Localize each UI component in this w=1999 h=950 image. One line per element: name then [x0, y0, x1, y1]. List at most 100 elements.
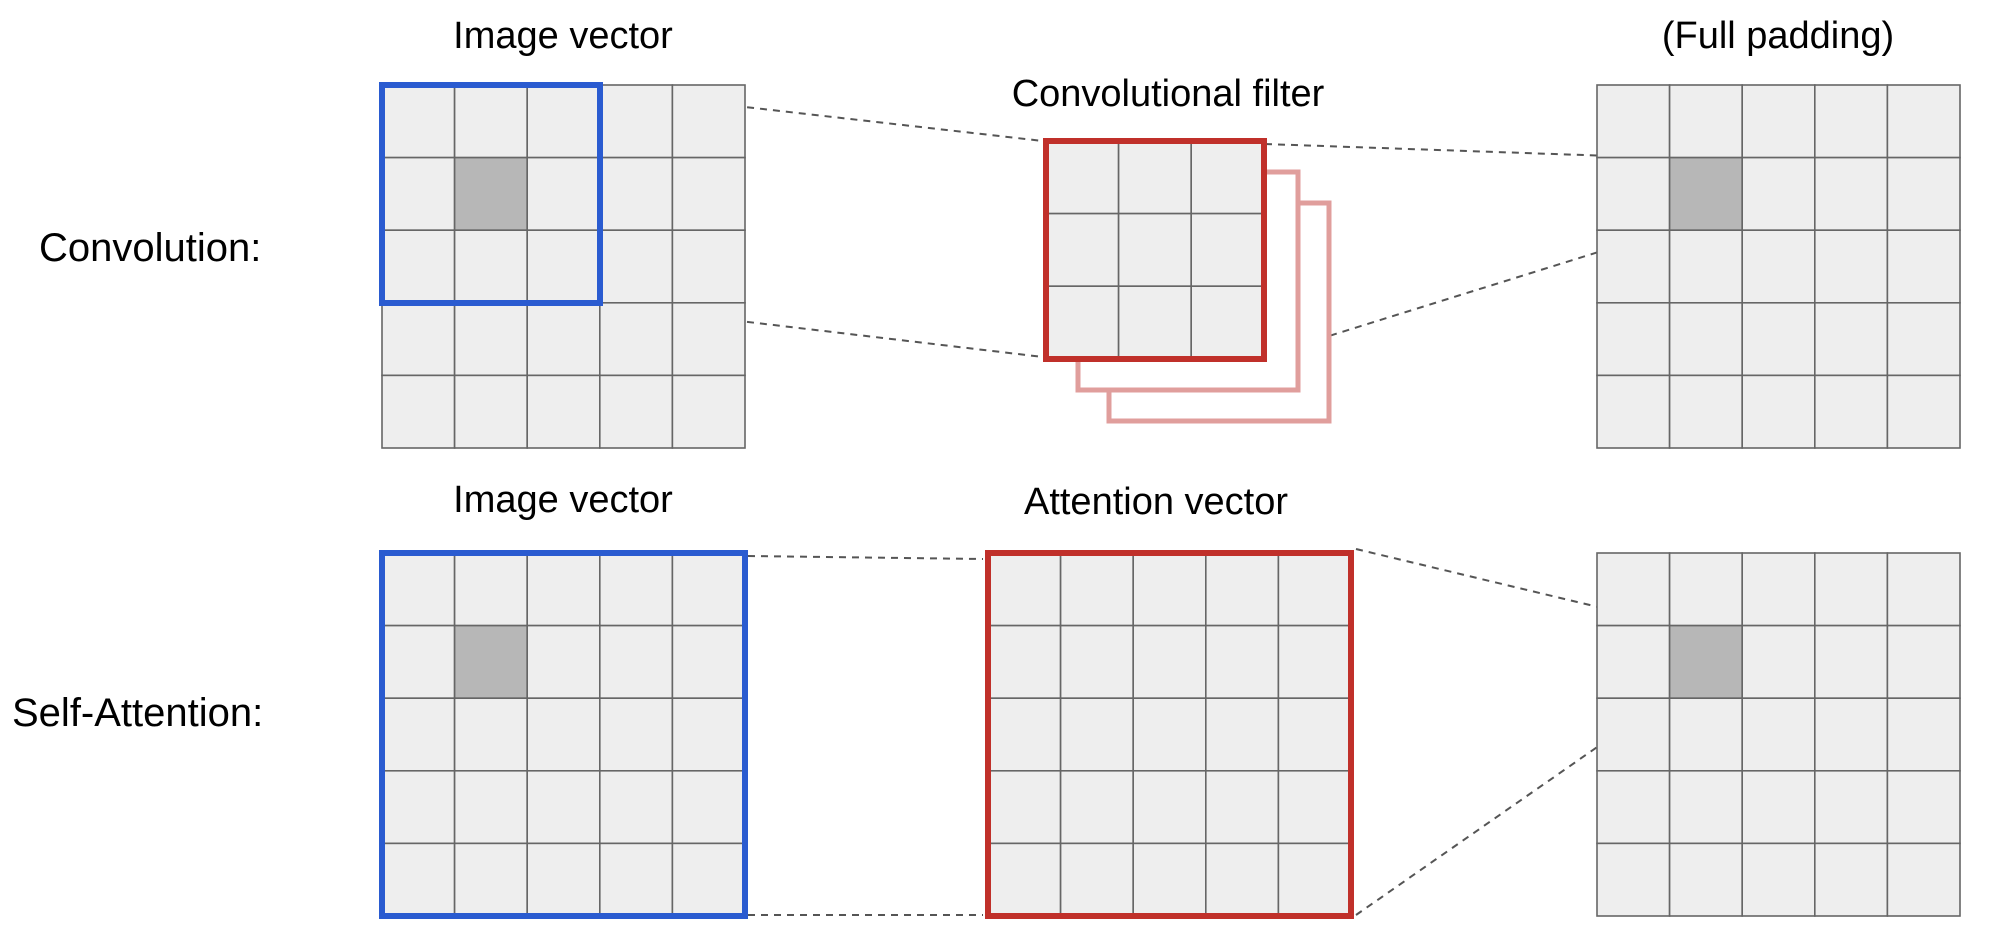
attn-output-grid — [1596, 552, 1961, 917]
grid-cell — [453, 301, 529, 377]
grid-cell — [453, 552, 529, 627]
grid-cell — [1132, 769, 1207, 845]
attn-input-frame — [379, 550, 748, 919]
grid-cell — [1190, 285, 1265, 360]
grid-cell — [1741, 156, 1816, 232]
grid-cell — [526, 842, 601, 917]
grid-cell — [1814, 156, 1889, 232]
grid-cell — [1886, 769, 1961, 845]
grid-cell — [453, 374, 529, 449]
grid-cell — [1668, 374, 1743, 449]
grid-cell — [1741, 552, 1816, 627]
grid-cell — [526, 84, 601, 159]
grid-cell — [598, 697, 674, 772]
grid-cell — [1277, 552, 1352, 627]
grid-cell — [1741, 624, 1816, 699]
grid-cell — [1814, 229, 1889, 304]
grid-cell — [1668, 229, 1743, 304]
grid-cell — [671, 229, 746, 304]
grid-cell — [1596, 374, 1671, 449]
grid-cell — [526, 769, 601, 845]
grid-cell — [1814, 301, 1889, 377]
grid-cell — [1059, 842, 1134, 917]
grid-cell — [1205, 624, 1280, 699]
grid-cell — [1668, 769, 1743, 845]
attn-vector-grid — [987, 552, 1352, 917]
grid-cell — [1059, 697, 1134, 772]
grid-cell — [1668, 84, 1743, 159]
grid-cell — [381, 156, 456, 232]
grid-cell — [381, 769, 456, 845]
grid-cell — [1596, 156, 1671, 232]
grid-cell — [1886, 229, 1961, 304]
highlighted-cell — [453, 624, 529, 699]
grid-cell — [1886, 842, 1961, 917]
grid-cell — [1741, 301, 1816, 377]
grid-cell — [1277, 697, 1352, 772]
attn-input-grid — [381, 552, 746, 917]
grid-cell — [381, 624, 456, 699]
attn-vector-title: Attention vector — [1024, 481, 1288, 523]
grid-cell — [598, 229, 674, 304]
grid-cell — [1205, 552, 1280, 627]
highlighted-cell — [1668, 156, 1743, 232]
grid-cell — [1886, 374, 1961, 449]
grid-cell — [381, 229, 456, 304]
conv-filter-frame — [1043, 138, 1267, 362]
grid-cell — [1205, 842, 1280, 917]
grid-cell — [671, 84, 746, 159]
grid-cell — [598, 624, 674, 699]
grid-cell — [1596, 769, 1671, 845]
grid-cell — [381, 697, 456, 772]
grid-cell — [1132, 552, 1207, 627]
highlighted-cell — [1668, 624, 1743, 699]
grid-cell — [1741, 229, 1816, 304]
grid-cell — [671, 156, 746, 232]
grid-cell — [1117, 212, 1192, 288]
grid-cell — [1814, 769, 1889, 845]
grid-cell — [1741, 84, 1816, 159]
grid-cell — [671, 697, 746, 772]
grid-cell — [598, 769, 674, 845]
grid-cell — [453, 697, 529, 772]
grid-cell — [1059, 624, 1134, 699]
grid-cell — [526, 156, 601, 232]
grid-cell — [1190, 212, 1265, 288]
conv-output-grid — [1596, 84, 1961, 449]
grid-cell — [1059, 552, 1134, 627]
grid-cell — [1668, 842, 1743, 917]
attn-connector-top-left — [747, 555, 984, 560]
grid-cell — [1668, 552, 1743, 627]
grid-cell — [453, 84, 529, 159]
grid-cell — [671, 374, 746, 449]
grid-cell — [381, 84, 456, 159]
conv-filter-title: Convolutional filter — [1012, 73, 1325, 115]
conv-input-title: Image vector — [453, 15, 673, 57]
grid-cell — [1596, 552, 1671, 627]
conv-input-grid — [381, 84, 746, 449]
grid-cell — [1117, 140, 1192, 215]
grid-cell — [1741, 374, 1816, 449]
grid-cell — [1205, 769, 1280, 845]
grid-cell — [453, 769, 529, 845]
grid-cell — [1205, 697, 1280, 772]
conv-connector-bottom-left — [604, 304, 1044, 358]
grid-cell — [1596, 697, 1671, 772]
grid-cell — [1741, 769, 1816, 845]
conv-filter-grid — [1045, 140, 1265, 360]
grid-cell — [1886, 156, 1961, 232]
grid-cell — [987, 624, 1062, 699]
grid-cell — [1132, 697, 1207, 772]
grid-cell — [1886, 552, 1961, 627]
grid-cell — [1886, 301, 1961, 377]
grid-cell — [1814, 84, 1889, 159]
grid-cell — [526, 552, 601, 627]
grid-cell — [453, 229, 529, 304]
grid-cell — [1045, 140, 1120, 215]
grid-cell — [1596, 84, 1671, 159]
grid-cell — [987, 769, 1062, 845]
grid-cell — [1132, 624, 1207, 699]
grid-cell — [1045, 285, 1120, 360]
grid-cell — [1132, 842, 1207, 917]
grid-cell — [598, 842, 674, 917]
